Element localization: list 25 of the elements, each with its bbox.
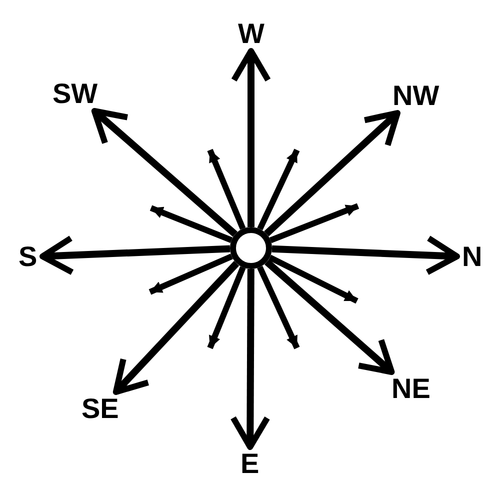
direction-label: NW bbox=[392, 84, 440, 108]
direction-label: E bbox=[240, 452, 260, 476]
arrow bbox=[264, 110, 400, 236]
arrow bbox=[230, 268, 270, 450]
arrow bbox=[207, 148, 246, 230]
arrow bbox=[91, 108, 238, 237]
direction-label: NE bbox=[392, 377, 430, 401]
direction-label: S bbox=[18, 245, 38, 269]
arrow bbox=[257, 266, 300, 350]
direction-label: W bbox=[238, 22, 264, 46]
arrow bbox=[272, 235, 460, 276]
direction-label: SW bbox=[52, 82, 98, 106]
arrow bbox=[264, 259, 395, 375]
arrow bbox=[40, 235, 230, 276]
arrow bbox=[150, 205, 233, 243]
arrow bbox=[269, 203, 360, 244]
arrow bbox=[268, 254, 358, 304]
direction-label: N bbox=[462, 245, 482, 269]
arrow bbox=[231, 48, 271, 227]
direction-label: SE bbox=[82, 397, 119, 421]
arrow bbox=[257, 148, 300, 230]
arrow bbox=[207, 266, 246, 350]
hub-circle bbox=[230, 227, 272, 269]
arrow bbox=[112, 260, 240, 395]
arrow bbox=[148, 254, 233, 295]
